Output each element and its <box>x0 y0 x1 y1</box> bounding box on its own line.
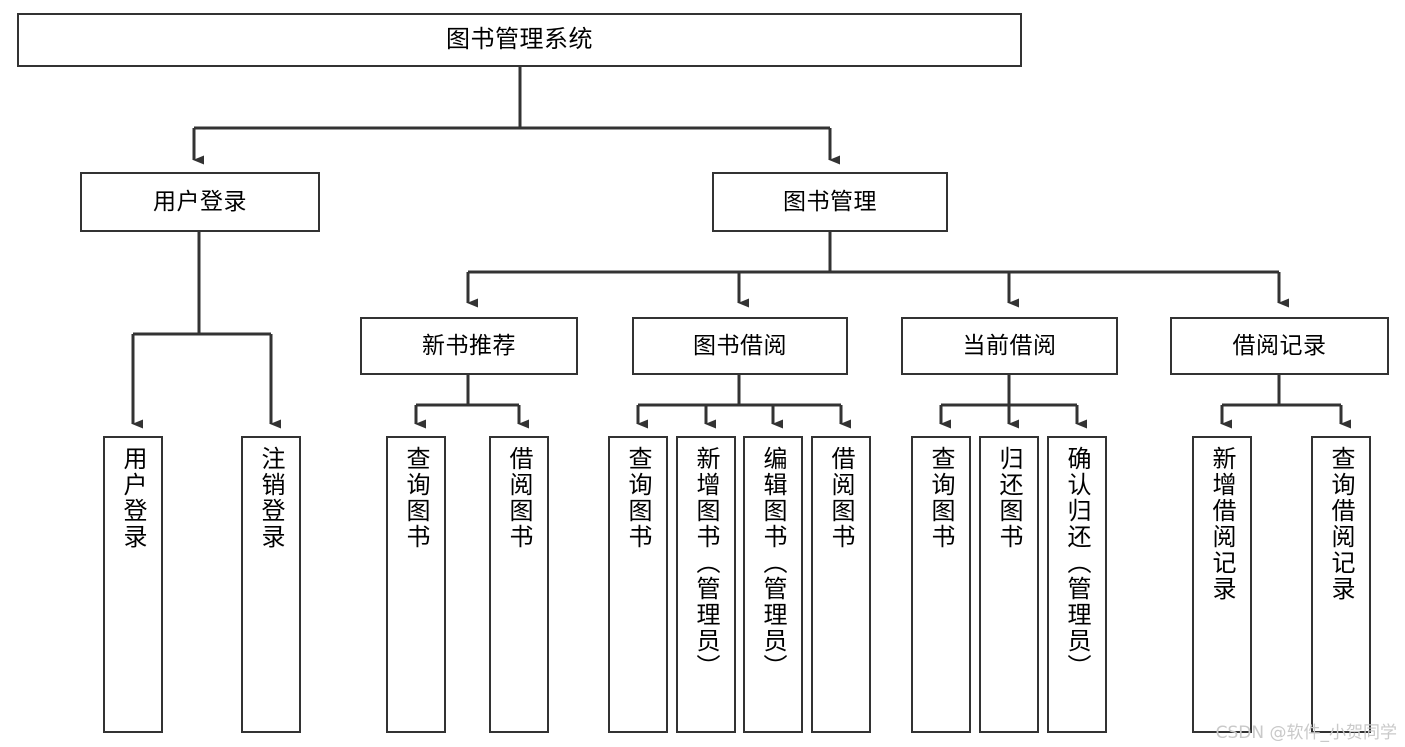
node-book-management-label: 图书管理 <box>783 188 877 215</box>
node-book-management[interactable]: 图书管理 <box>712 172 948 232</box>
leaf-current-borrow-return[interactable]: 归还图书 <box>979 436 1039 733</box>
node-book-borrow[interactable]: 图书借阅 <box>632 317 848 375</box>
leaf-borrow-record-add[interactable]: 新增借阅记录 <box>1192 436 1252 733</box>
leaf-label: 新增图书（管理员） <box>692 446 720 680</box>
node-borrow-record-label: 借阅记录 <box>1232 332 1327 359</box>
leaf-label: 编辑图书（管理员） <box>759 446 787 680</box>
leaf-current-borrow-query[interactable]: 查询图书 <box>911 436 971 733</box>
leaf-book-borrow-add[interactable]: 新增图书（管理员） <box>676 436 736 733</box>
leaf-label: 借阅图书 <box>827 446 855 550</box>
node-current-borrow-label: 当前借阅 <box>962 332 1057 359</box>
leaf-label: 新增借阅记录 <box>1208 446 1236 602</box>
node-new-book-recommend[interactable]: 新书推荐 <box>360 317 578 375</box>
leaf-label: 借阅图书 <box>505 446 533 550</box>
leaf-label: 查询图书 <box>402 446 430 550</box>
leaf-book-borrow-query[interactable]: 查询图书 <box>608 436 668 733</box>
leaf-label: 用户登录 <box>119 446 147 550</box>
leaf-new-book-query[interactable]: 查询图书 <box>386 436 446 733</box>
node-user-login[interactable]: 用户登录 <box>80 172 320 232</box>
node-root-book-management-system[interactable]: 图书管理系统 <box>17 13 1022 67</box>
leaf-label: 查询图书 <box>927 446 955 550</box>
node-new-book-recommend-label: 新书推荐 <box>422 332 516 359</box>
leaf-label: 确认归还（管理员） <box>1063 446 1091 680</box>
leaf-book-borrow-borrow[interactable]: 借阅图书 <box>811 436 871 733</box>
leaf-label: 查询图书 <box>624 446 652 550</box>
leaf-user-login-login[interactable]: 用户登录 <box>103 436 163 733</box>
leaf-current-borrow-confirm-return[interactable]: 确认归还（管理员） <box>1047 436 1107 733</box>
leaf-user-login-logout[interactable]: 注销登录 <box>241 436 301 733</box>
leaf-label: 注销登录 <box>257 446 285 550</box>
leaf-label: 查询借阅记录 <box>1327 446 1355 602</box>
node-user-login-label: 用户登录 <box>153 188 247 215</box>
node-book-borrow-label: 图书借阅 <box>693 332 787 359</box>
leaf-label: 归还图书 <box>995 446 1023 550</box>
leaf-book-borrow-edit[interactable]: 编辑图书（管理员） <box>743 436 803 733</box>
node-root-label: 图书管理系统 <box>446 25 593 54</box>
leaf-new-book-borrow[interactable]: 借阅图书 <box>489 436 549 733</box>
node-borrow-record[interactable]: 借阅记录 <box>1170 317 1389 375</box>
leaf-borrow-record-query[interactable]: 查询借阅记录 <box>1311 436 1371 733</box>
node-current-borrow[interactable]: 当前借阅 <box>901 317 1118 375</box>
